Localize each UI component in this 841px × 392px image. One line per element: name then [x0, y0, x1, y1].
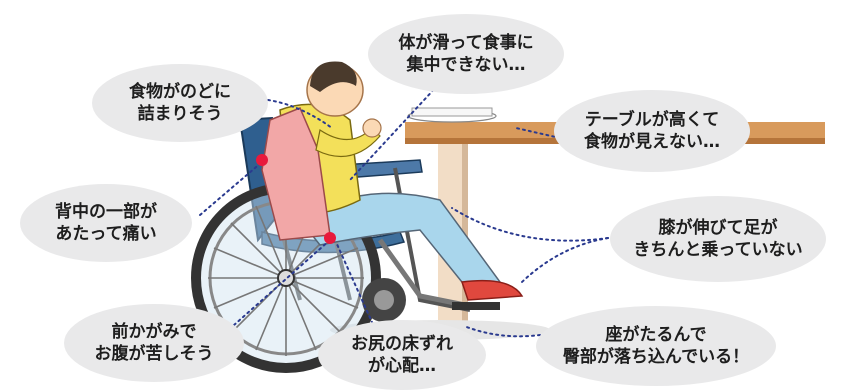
callout-seat-sag-line2: 臀部が落ち込んでいる！ — [562, 347, 750, 367]
callout-choke: 食物がのどに詰まりそう — [92, 64, 268, 142]
callout-table-high-line1: テーブルが高くて — [584, 110, 720, 130]
callout-stomach-line2: お腹が苦しそう — [94, 344, 214, 364]
callout-back-pain: 背中の一部があたって痛い — [20, 184, 192, 262]
callout-bedsore: お尻の床ずれが心配… — [318, 320, 486, 390]
callout-back-pain-line1: 背中の一部が — [55, 202, 157, 222]
callout-knee: 膝が伸びて足がきちんと乗っていない — [610, 196, 826, 282]
callout-seat-sag-line1: 座がたるんで — [605, 325, 707, 345]
callout-choke-line2: 詰まりそう — [137, 104, 223, 124]
callout-knee-line2: きちんと乗っていない — [633, 240, 803, 260]
callout-stomach: 前かがみでお腹が苦しそう — [64, 304, 244, 382]
callout-table-high-line2: 食物が見えない… — [584, 132, 720, 152]
callout-seat-sag: 座がたるんで臀部が落ち込んでいる！ — [536, 306, 776, 386]
person — [261, 61, 524, 301]
callout-slip-line1: 体が滑って食事に — [398, 33, 534, 53]
callout-back-pain-line2: あたって痛い — [55, 224, 157, 244]
buttock-marker — [324, 232, 336, 244]
callout-slip: 体が滑って食事に集中できない… — [368, 14, 564, 94]
pain-markers — [256, 154, 336, 244]
callout-knee-line1: 膝が伸びて足が — [658, 218, 778, 238]
callout-choke-line1: 食物がのどに — [129, 82, 231, 102]
callout-bedsore-line1: お尻の床ずれ — [351, 334, 453, 354]
callout-slip-line2: 集中できない… — [406, 55, 526, 75]
callout-stomach-line1: 前かがみで — [111, 322, 197, 342]
back-pain-marker — [256, 154, 268, 166]
callout-table-high: テーブルが高くて食物が見えない… — [554, 90, 750, 172]
callout-bedsore-line2: が心配… — [368, 356, 436, 376]
